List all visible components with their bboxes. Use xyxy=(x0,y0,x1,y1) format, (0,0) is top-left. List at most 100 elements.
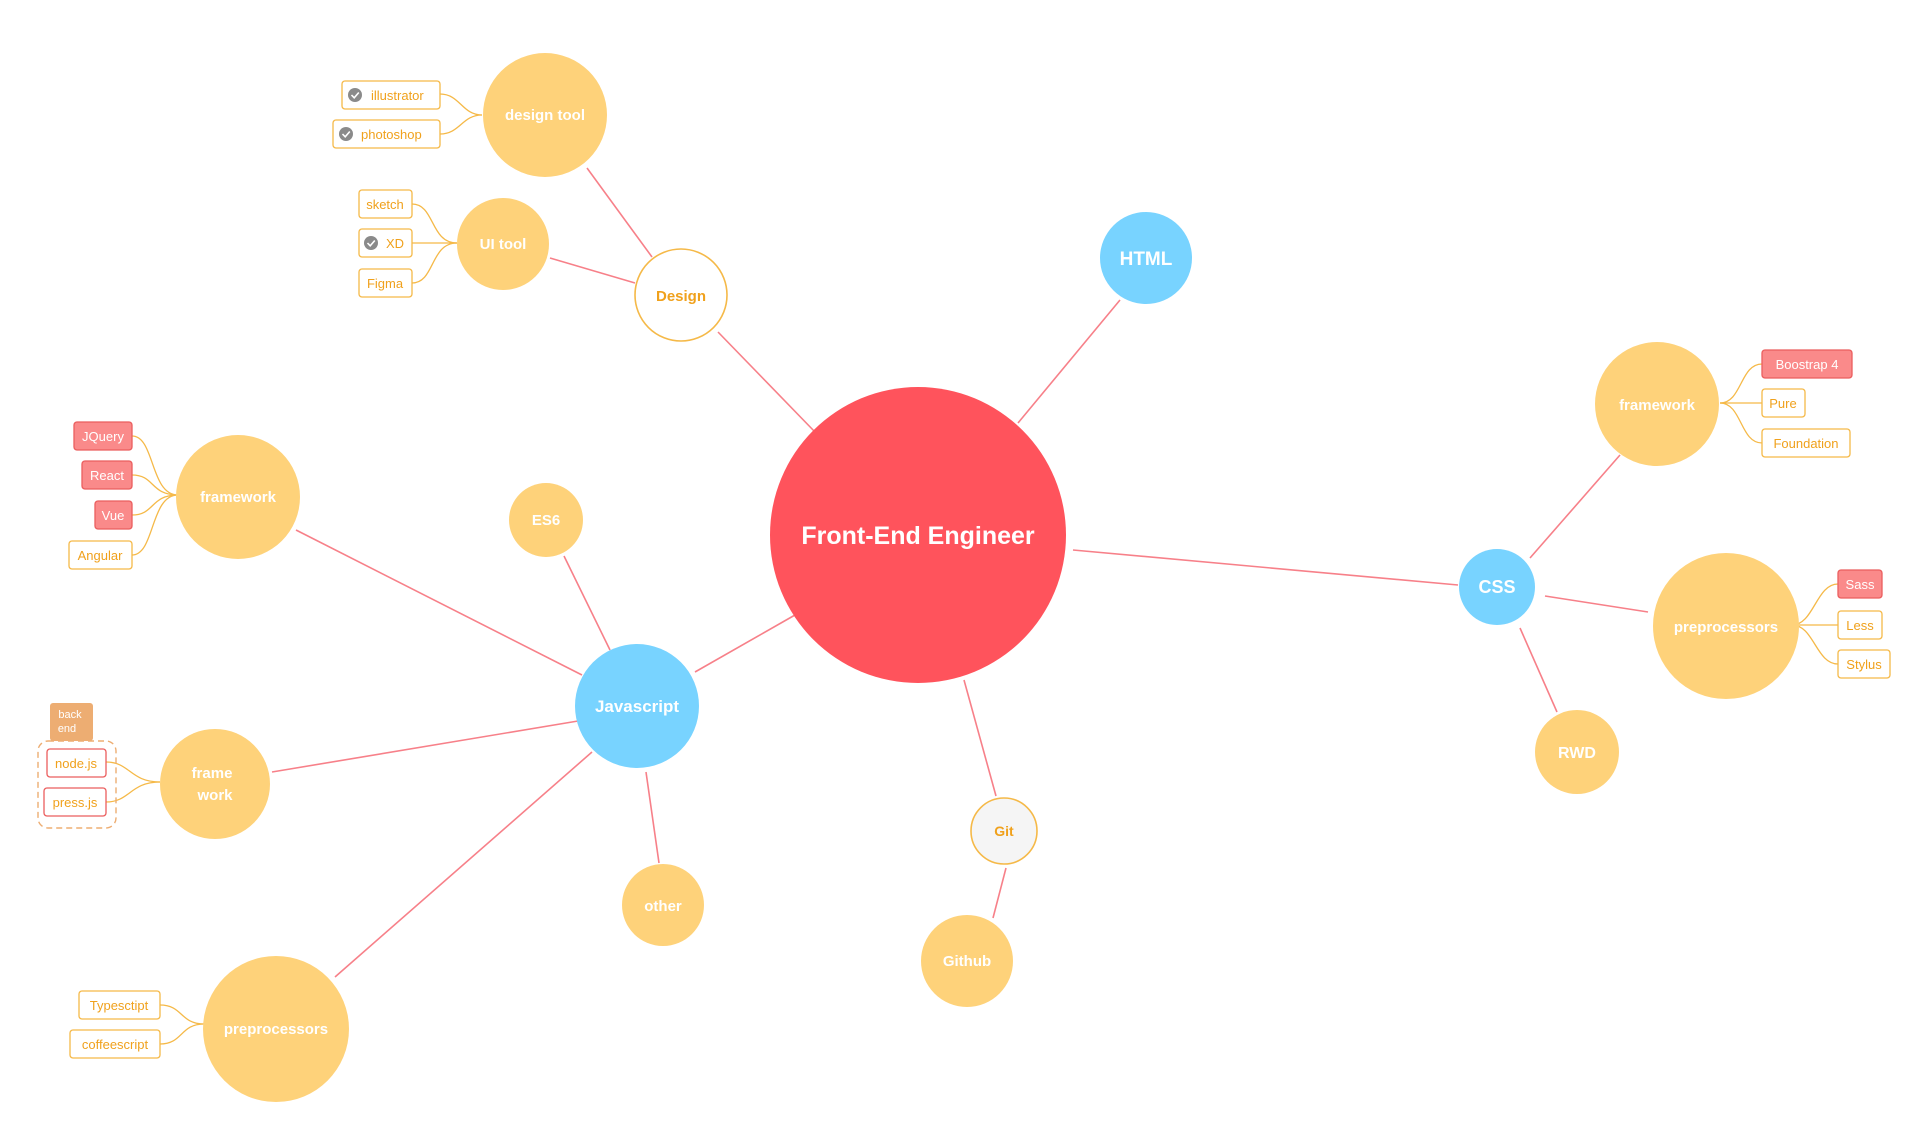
bracket-photoshop xyxy=(439,114,483,135)
bracket-jquery xyxy=(131,435,179,496)
leaf-photoshop-label: photoshop xyxy=(361,127,422,142)
leaf-pure[interactable]: Pure xyxy=(1761,388,1806,418)
ui-tool-label: UI tool xyxy=(480,236,527,253)
bracket-typescript xyxy=(159,1004,205,1025)
other-label: other xyxy=(644,898,682,915)
group-backend-tag xyxy=(50,703,93,741)
css-preprocessors-label: preprocessors xyxy=(1674,619,1778,636)
bracket-bootstrap xyxy=(1719,363,1763,404)
github-label: Github xyxy=(943,953,991,970)
leaf-sass[interactable]: Sass xyxy=(1837,569,1883,599)
leaf-less[interactable]: Less xyxy=(1837,610,1883,640)
node-design[interactable]: Design xyxy=(634,248,728,342)
group-tag-line2: end xyxy=(58,723,76,735)
check-icon xyxy=(348,88,362,102)
leaf-coffeescript-label: coffeescript xyxy=(82,1037,149,1052)
leaf-typescript-label: Typesctipt xyxy=(90,998,149,1013)
bracket-sass xyxy=(1791,583,1839,626)
edge-css-framework xyxy=(1529,454,1621,559)
leaf-xd[interactable]: XD xyxy=(358,228,413,258)
node-github[interactable]: Github xyxy=(921,915,1013,1007)
node-css-preprocessors[interactable]: preprocessors xyxy=(1653,553,1799,699)
node-es6[interactable]: ES6 xyxy=(509,483,583,557)
edge-js-framework xyxy=(295,529,583,676)
css-framework-label: framework xyxy=(1619,397,1696,414)
bracket-foundation xyxy=(1719,402,1763,444)
bracket-pressjs xyxy=(105,781,161,803)
edge-root-html xyxy=(1017,299,1121,424)
leaf-illustrator-label: illustrator xyxy=(371,88,424,103)
leaf-pressjs[interactable]: press.js xyxy=(43,787,107,817)
leaf-react[interactable]: React xyxy=(81,460,133,490)
edge-design-uitool xyxy=(549,257,636,284)
group-backend: back end xyxy=(37,703,117,829)
edge-root-css xyxy=(1072,549,1459,586)
leaf-typescript[interactable]: Typesctipt xyxy=(78,990,161,1020)
leaf-stylus-label: Stylus xyxy=(1846,657,1882,672)
bracket-illustrator xyxy=(439,93,483,116)
bracket-vue xyxy=(131,494,179,516)
leaf-illustrator[interactable]: illustrator xyxy=(341,80,441,110)
leaf-sketch-label: sketch xyxy=(366,197,404,212)
leaf-jquery[interactable]: JQuery xyxy=(73,421,133,451)
design-label: Design xyxy=(656,288,706,305)
leaf-less-label: Less xyxy=(1846,618,1874,633)
rwd-label: RWD xyxy=(1558,745,1596,762)
leaf-nodejs[interactable]: node.js xyxy=(46,748,107,778)
leaf-angular[interactable]: Angular xyxy=(68,540,133,570)
node-git[interactable]: Git xyxy=(970,797,1038,865)
leaf-pure-label: Pure xyxy=(1769,396,1796,411)
leaf-figma[interactable]: Figma xyxy=(358,268,413,298)
leaf-sketch[interactable]: sketch xyxy=(358,189,413,219)
es6-label: ES6 xyxy=(532,512,560,529)
edge-js-other xyxy=(645,771,660,864)
edge-css-preprocessors xyxy=(1544,595,1649,613)
node-css-framework[interactable]: framework xyxy=(1595,342,1719,466)
node-css[interactable]: CSS xyxy=(1459,549,1535,625)
leaf-xd-label: XD xyxy=(386,236,404,251)
js-framework-label: framework xyxy=(200,489,277,506)
bracket-stylus xyxy=(1791,624,1839,665)
leaf-vue[interactable]: Vue xyxy=(94,500,133,530)
node-javascript[interactable]: Javascript xyxy=(575,644,699,768)
node-html[interactable]: HTML xyxy=(1100,212,1192,304)
node-other[interactable]: other xyxy=(622,864,704,946)
design-tool-label: design tool xyxy=(505,107,585,124)
node-frame-work[interactable]: frame work xyxy=(160,729,270,839)
node-design-tool[interactable]: design tool xyxy=(483,53,607,177)
edge-root-javascript xyxy=(694,614,796,673)
check-icon xyxy=(339,127,353,141)
leaf-foundation-label: Foundation xyxy=(1773,436,1838,451)
node-rwd[interactable]: RWD xyxy=(1535,710,1619,794)
css-label: CSS xyxy=(1478,577,1515,597)
node-js-preprocessors[interactable]: preprocessors xyxy=(203,956,349,1102)
edge-design-designtool xyxy=(586,167,653,258)
leaf-photoshop[interactable]: photoshop xyxy=(332,119,441,149)
leaf-coffeescript[interactable]: coffeescript xyxy=(69,1029,161,1059)
leaf-bootstrap[interactable]: Boostrap 4 xyxy=(1761,349,1853,379)
git-label: Git xyxy=(994,823,1014,839)
leaf-bootstrap-label: Boostrap 4 xyxy=(1776,357,1839,372)
connectors xyxy=(271,167,1649,978)
bracket-figma xyxy=(411,242,458,284)
node-js-framework[interactable]: framework xyxy=(176,435,300,559)
frame-work-label-line1: frame xyxy=(192,765,233,782)
frame-work-label-line2: work xyxy=(196,787,233,804)
edge-css-rwd xyxy=(1519,627,1558,713)
bracket-angular xyxy=(131,494,179,556)
node-root[interactable]: Front-End Engineer xyxy=(770,387,1066,683)
leaf-nodejs-label: node.js xyxy=(55,756,97,771)
edge-js-framework2 xyxy=(271,720,579,773)
leaf-sass-label: Sass xyxy=(1846,577,1875,592)
bracket-react xyxy=(131,474,179,496)
leaf-stylus[interactable]: Stylus xyxy=(1837,649,1891,679)
javascript-label: Javascript xyxy=(595,697,679,716)
leaf-foundation[interactable]: Foundation xyxy=(1761,428,1851,458)
node-ui-tool[interactable]: UI tool xyxy=(457,198,549,290)
leaf-pressjs-label: press.js xyxy=(53,795,98,810)
group-backend-frame xyxy=(37,740,117,829)
bracket-coffeescript xyxy=(159,1023,205,1045)
bracket-sketch xyxy=(411,203,458,244)
leaf-jquery-label: JQuery xyxy=(82,429,124,444)
